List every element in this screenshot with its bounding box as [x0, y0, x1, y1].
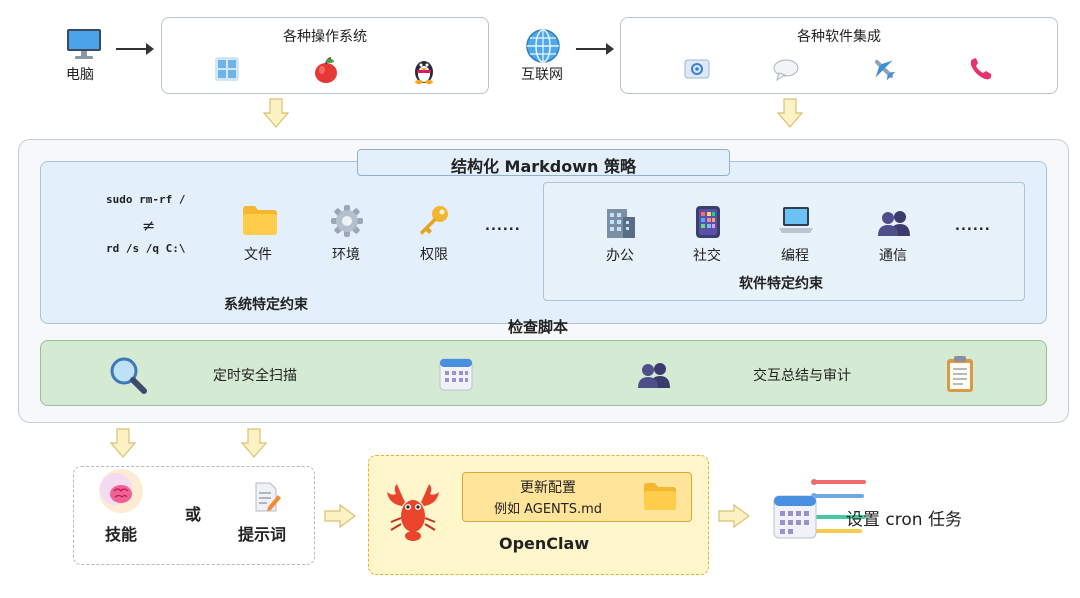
office-building-icon: [603, 205, 637, 239]
gear-icon: [330, 204, 364, 238]
internet-label: 互联网: [521, 67, 563, 83]
item-label-communication: 通信: [879, 248, 907, 264]
item-label-office: 办公: [606, 248, 634, 264]
arrow-down-icon: [241, 428, 267, 458]
software-constraints-caption: 软件特定约束: [739, 276, 823, 292]
laptop-icon: [778, 205, 814, 235]
lobster-icon: [383, 482, 443, 544]
email-icon: [684, 58, 710, 80]
update-config-title: 更新配置: [520, 480, 576, 496]
windows-icon: [214, 56, 240, 82]
arrow-right-icon: [576, 42, 614, 56]
people-icon: [636, 361, 672, 389]
arrow-right-icon: [116, 42, 154, 56]
not-equal-symbol: ≠: [142, 216, 156, 235]
calendar-icon: [438, 356, 474, 392]
scan-label: 定时安全扫描: [213, 368, 297, 384]
command-windows: rd /s /q C:\: [106, 242, 186, 255]
arrow-down-icon: [777, 98, 803, 128]
check-script-title: 检查脚本: [508, 318, 569, 336]
strategy-title: 结构化 Markdown 策略: [450, 157, 636, 176]
people-icon: [876, 209, 912, 237]
or-label: 或: [185, 505, 202, 524]
linux-penguin-icon: [412, 56, 436, 84]
openclaw-box: 更新配置 例如 AGENTS.md OpenClaw: [368, 455, 709, 575]
phone-apps-icon: [695, 205, 721, 239]
system-constraints-caption: 系统特定约束: [224, 297, 308, 313]
software-constraints-panel: 办公 社交 编程 通信 ...... 软件特定约束: [543, 182, 1025, 301]
skill-or-prompt-box: 技能 或 提示词: [73, 466, 315, 565]
software-box-title: 各种软件集成: [797, 29, 881, 45]
check-script-bar: 定时安全扫描 交互总结与审计: [40, 340, 1047, 406]
item-label-environment: 环境: [332, 247, 360, 263]
clipboard-icon: [945, 355, 975, 393]
arrow-right-icon: [324, 504, 356, 528]
item-label-programming: 编程: [781, 248, 809, 264]
ellipsis-software: ......: [955, 219, 991, 234]
item-label-permission: 权限: [420, 247, 448, 263]
computer-icon: [66, 28, 102, 60]
arrow-down-icon: [263, 98, 289, 128]
audit-label: 交互总结与审计: [753, 368, 851, 384]
os-box-title: 各种操作系统: [283, 29, 367, 45]
openclaw-label: OpenClaw: [499, 534, 590, 553]
magnifier-icon: [109, 356, 147, 394]
command-linux: sudo rm-rf /: [106, 193, 186, 206]
ellipsis-system: ......: [485, 219, 521, 234]
key-icon: [416, 204, 450, 238]
arrow-down-icon: [110, 428, 136, 458]
computer-label: 电脑: [66, 67, 94, 83]
os-box: 各种操作系统: [161, 17, 489, 94]
skill-label: 技能: [105, 525, 138, 544]
software-box: 各种软件集成: [620, 17, 1058, 94]
globe-icon: [525, 28, 561, 64]
update-config-card: 更新配置 例如 AGENTS.md: [462, 472, 692, 522]
speech-bubble-icon: [772, 58, 800, 82]
prompt-label: 提示词: [238, 525, 287, 544]
cron-schedule-icon: [772, 476, 866, 542]
airplane-icon: [870, 55, 898, 83]
item-label-file: 文件: [244, 247, 272, 263]
phone-icon: [968, 56, 994, 82]
folder-icon: [643, 481, 677, 511]
folder-icon: [242, 204, 278, 236]
item-label-social: 社交: [693, 248, 721, 264]
strategy-title-tab: 结构化 Markdown 策略: [357, 149, 730, 176]
document-pen-icon: [254, 481, 282, 513]
apple-icon: [312, 56, 340, 84]
cron-label: 设置 cron 任务: [846, 510, 962, 530]
arrow-right-icon: [718, 504, 750, 528]
update-config-example: 例如 AGENTS.md: [493, 502, 603, 517]
brain-icon: [86, 469, 156, 515]
